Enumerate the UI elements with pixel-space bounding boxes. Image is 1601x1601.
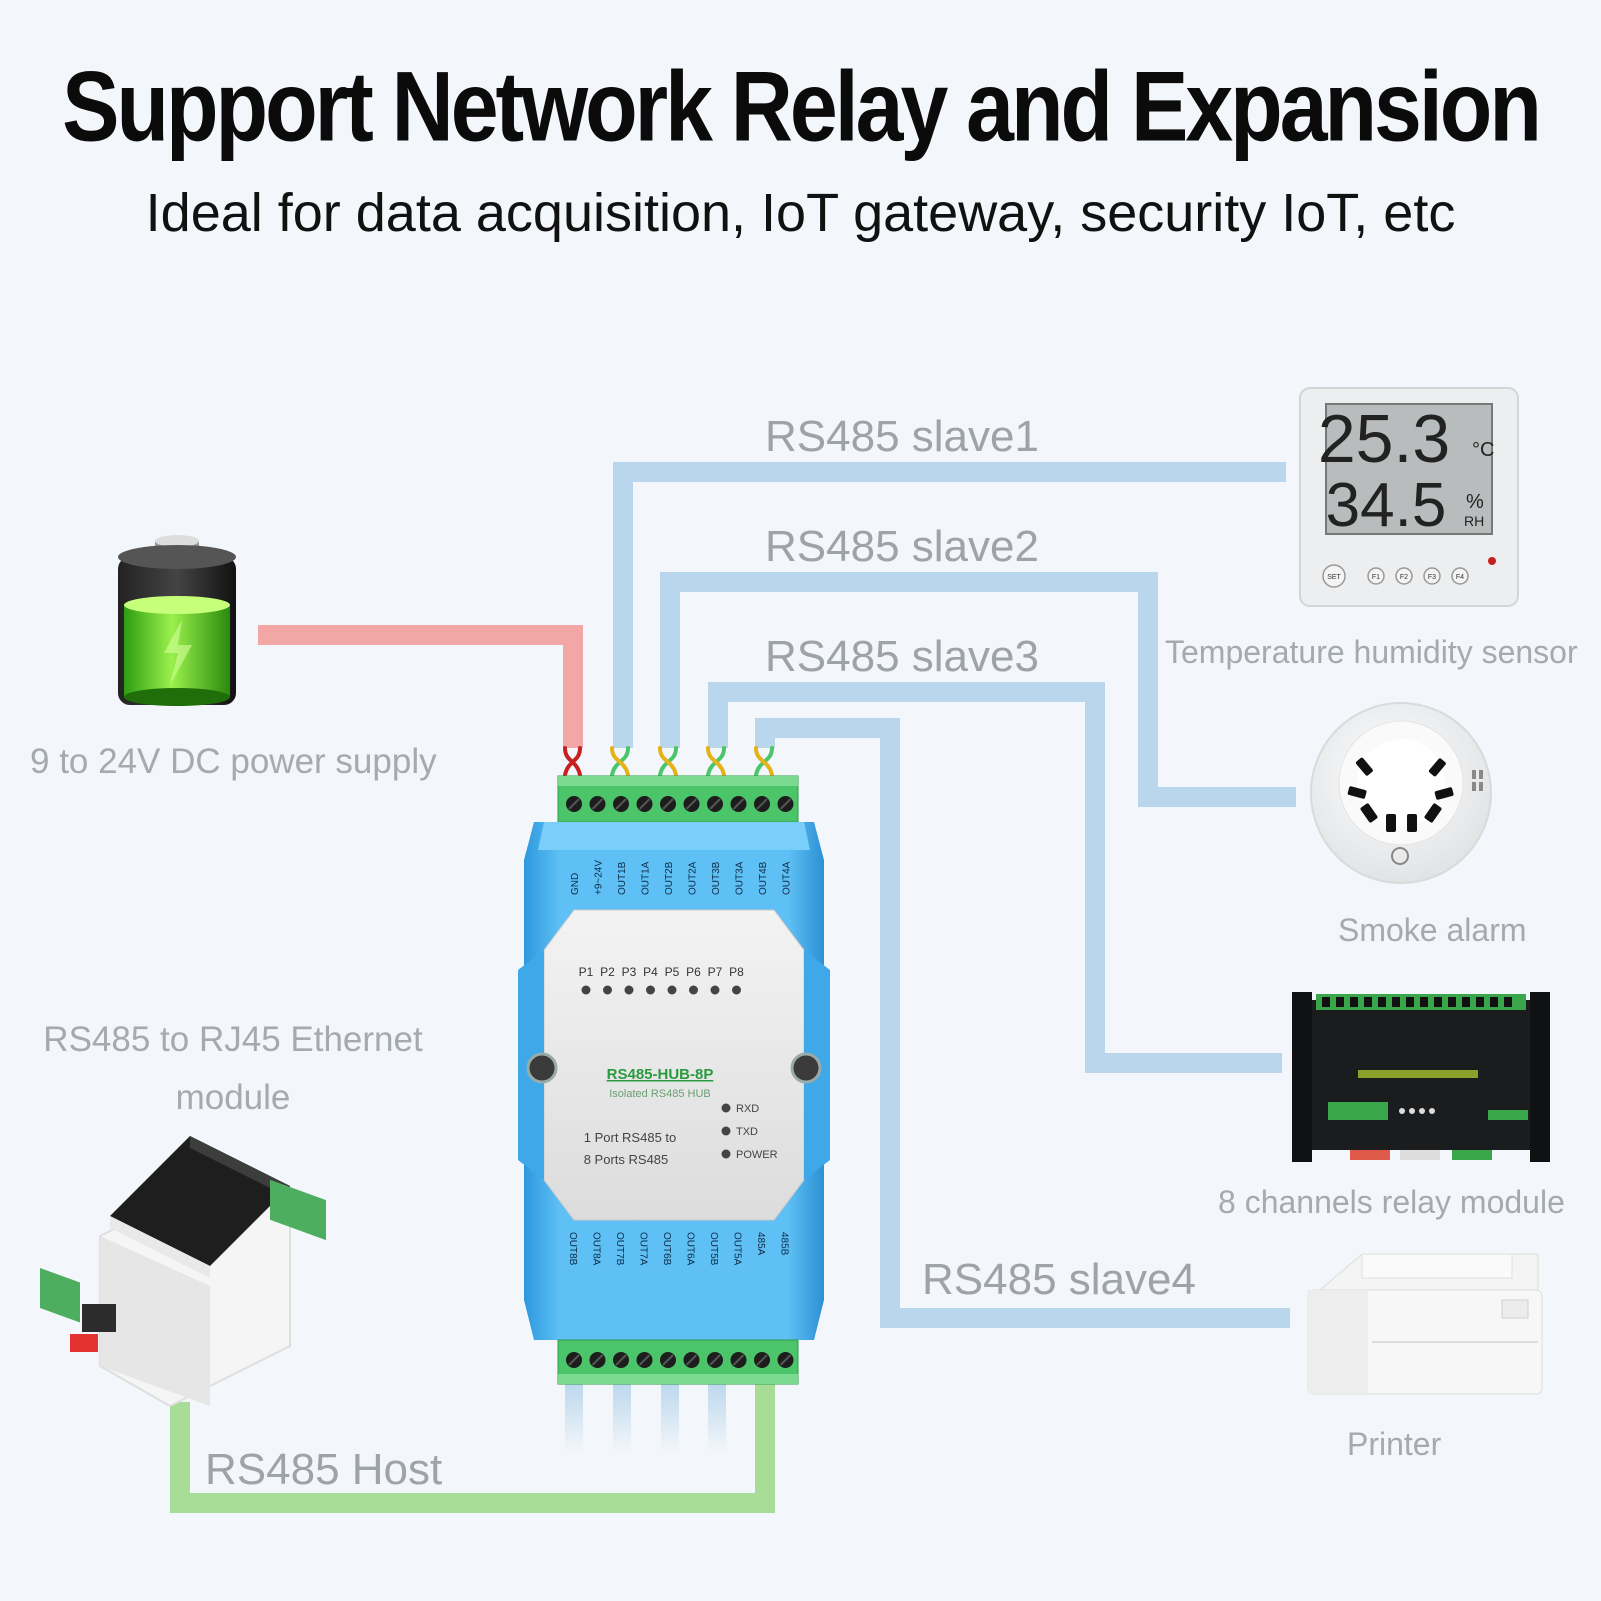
terminal-label: GND [570, 873, 581, 895]
humidity-unit: % [1466, 491, 1484, 513]
slave3-wire [708, 682, 1282, 1073]
printer-device [1307, 1253, 1543, 1395]
power-supply-label: 9 to 24V DC power supply [30, 742, 437, 781]
terminal-label: OUT2B [664, 861, 675, 895]
smoke-alarm-label: Smoke alarm [1338, 912, 1527, 948]
port-label: P4 [643, 965, 658, 979]
port-led [732, 985, 741, 995]
status-led [721, 1103, 731, 1113]
printer-label: Printer [1347, 1426, 1442, 1462]
terminal-label: OUT4B [758, 861, 769, 895]
sensor-button-label: F2 [1400, 574, 1408, 581]
temperature-value: 25.3 [1318, 401, 1450, 477]
host-label: RS485 Host [205, 1445, 443, 1494]
hub-model-label: RS485-HUB-8P [607, 1066, 714, 1083]
slave4-wire [755, 718, 1290, 1328]
slave4-label: RS485 slave4 [922, 1255, 1196, 1304]
status-led-label: POWER [736, 1149, 778, 1161]
power-wire [258, 625, 583, 748]
terminal-label: OUT8A [591, 1232, 602, 1266]
sensor-button-label: F3 [1428, 574, 1436, 581]
relay-module-device [1292, 992, 1550, 1162]
host-wire [170, 1380, 775, 1513]
page-subtitle: Ideal for data acquisition, IoT gateway,… [145, 183, 1456, 243]
ethernet-module-device [40, 1136, 326, 1406]
terminal-label: +9~24V [594, 860, 605, 895]
humidity-value: 34.5 [1326, 471, 1447, 540]
relay-module-label: 8 channels relay module [1218, 1184, 1565, 1220]
port-led [710, 985, 720, 995]
slave3-label: RS485 slave3 [765, 632, 1039, 681]
sensor-button [1367, 567, 1385, 585]
sensor-button-label: SET [1327, 574, 1341, 581]
slave2-label: RS485 slave2 [765, 522, 1039, 571]
out6-stub-wire [661, 1380, 679, 1452]
terminal-label: OUT6A [685, 1232, 696, 1266]
slave2-wire [660, 572, 1296, 807]
sensor-button-label: F4 [1456, 574, 1464, 581]
sensor-button-label: F1 [1372, 574, 1380, 581]
temperature-unit: °C [1472, 439, 1494, 461]
smoke-alarm-device [1310, 702, 1492, 884]
port-label: P2 [600, 965, 615, 979]
port-led [667, 985, 677, 995]
sensor-button [1395, 567, 1413, 585]
port-label: P5 [665, 965, 680, 979]
port-led [689, 985, 698, 995]
rs485-hub-device: GND +9~24V OUT1B OUT1A OUT2B OUT2A OUT3B OUT3A O… [518, 775, 830, 1385]
humidity-unit-rh: RH [1464, 513, 1484, 529]
terminal-label: OUT2A [688, 861, 699, 895]
out5-stub-wire [708, 1380, 726, 1452]
hub-face-plate [543, 909, 805, 1221]
port-label: P8 [729, 965, 744, 979]
terminal-label: OUT8B [567, 1232, 578, 1266]
slave1-label: RS485 slave1 [765, 412, 1039, 461]
terminal-label: OUT1B [617, 861, 628, 895]
terminal-label: 485B [779, 1232, 790, 1256]
sensor-button [1322, 564, 1346, 588]
sensor-label: Temperature humidity sensor [1165, 634, 1578, 670]
port-label: P3 [622, 965, 637, 979]
terminal-label: OUT7A [638, 1232, 649, 1266]
terminal-label: OUT7B [614, 1232, 625, 1266]
out7-stub-wire [613, 1380, 631, 1452]
terminal-label: OUT5A [732, 1232, 743, 1266]
ethernet-module-label-line1: RS485 to RJ45 Ethernet [43, 1020, 423, 1059]
sensor-button [1423, 567, 1441, 585]
port-led [603, 985, 612, 995]
hub-desc-line1: 1 Port RS485 to [584, 1130, 677, 1145]
hub-desc-line2: 8 Ports RS485 [584, 1152, 669, 1167]
terminal-label: OUT4A [782, 861, 793, 895]
terminal-label: 485A [755, 1232, 766, 1256]
terminal-label: OUT3B [711, 861, 722, 895]
sensor-button [1451, 567, 1469, 585]
terminal-label: OUT3A [735, 861, 746, 895]
ethernet-module-label-line2: module [175, 1078, 291, 1117]
slave1-wire [613, 462, 1286, 748]
battery-icon [118, 535, 236, 706]
hub-type-label: Isolated RS485 HUB [609, 1088, 711, 1100]
port-led [581, 985, 591, 995]
port-label: P1 [579, 965, 594, 979]
port-label: P7 [708, 965, 723, 979]
status-led [721, 1126, 731, 1136]
terminal-label: OUT5B [708, 1232, 719, 1266]
port-led [646, 985, 655, 995]
port-led [624, 985, 634, 995]
terminal-label: OUT6B [661, 1232, 672, 1266]
status-led [721, 1149, 731, 1159]
page-title: Support Network Relay and Expansion [62, 51, 1542, 163]
power-wire-end [563, 746, 582, 777]
out8-stub-wire [565, 1380, 583, 1452]
port-label: P6 [686, 965, 701, 979]
lcd-screen [1325, 403, 1493, 535]
status-led-label: TXD [736, 1126, 758, 1138]
temperature-humidity-sensor: 25.3 °C 34.5 % RH SET F1 F2 F3 F4 [1299, 387, 1519, 607]
terminal-label: OUT1A [641, 861, 652, 895]
status-led-label: RXD [736, 1103, 759, 1115]
